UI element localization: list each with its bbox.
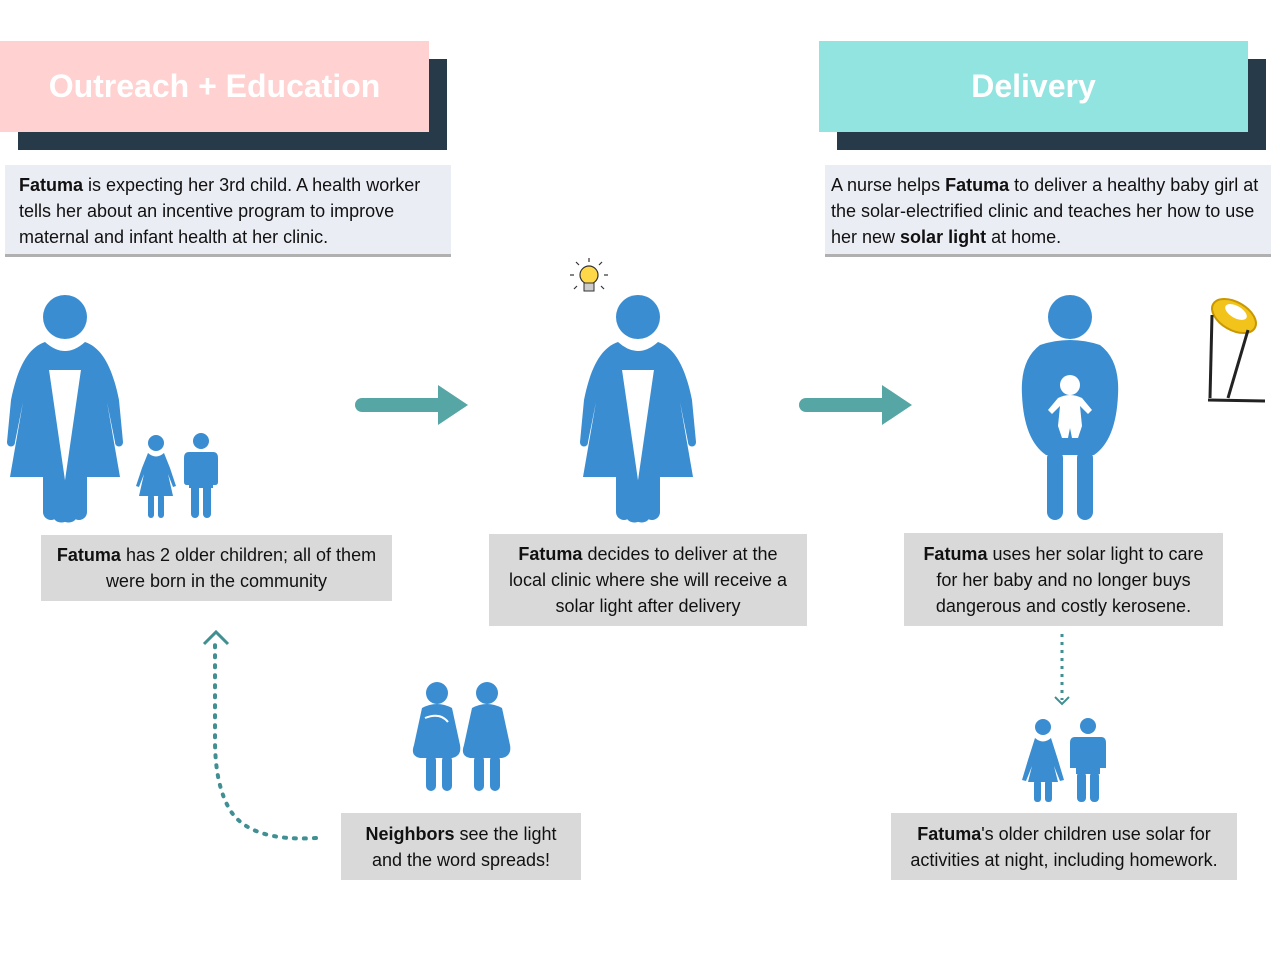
delivery-description-highlight: solar light <box>900 227 987 247</box>
step-1-text: has 2 older children; all of them were b… <box>105 545 377 591</box>
neighbors-name: Neighbors <box>365 823 455 844</box>
outreach-description: Fatuma is expecting her 3rd child. A hea… <box>5 165 451 257</box>
delivery-description-name: Fatuma <box>945 175 1010 195</box>
step-2-name: Fatuma <box>518 544 583 564</box>
fatuma-figure-icon <box>7 295 123 523</box>
arrow-right-icon <box>355 385 468 425</box>
dotted-return-arrow <box>202 629 318 841</box>
step-box-decides: Fatuma decides to deliver at the local c… <box>489 534 807 626</box>
lightbulb-icon <box>570 258 608 292</box>
neighbors-box: Neighbors see the light and the word spr… <box>341 813 581 880</box>
delivery-description: A nurse helps Fatuma to deliver a health… <box>825 165 1271 257</box>
step-3-name: Fatuma <box>923 543 988 564</box>
outreach-title: Outreach + Education <box>48 68 381 104</box>
step-3-text: uses her solar light to care for her bab… <box>935 543 1204 616</box>
girl-figure-icon <box>136 435 176 518</box>
step-box-children: Fatuma has 2 older children; all of them… <box>41 535 392 601</box>
delivery-description-post: at home. <box>986 227 1062 247</box>
baby-icon <box>1048 375 1092 438</box>
outreach-description-text: is expecting her 3rd child. A health wor… <box>19 175 421 247</box>
children-name: Fatuma <box>917 823 982 844</box>
children-text: 's older children use solar for activiti… <box>910 823 1218 870</box>
step-1-name: Fatuma <box>56 545 121 565</box>
boy-figure-icon <box>184 433 218 518</box>
step-box-uses-light: Fatuma uses her solar light to care for … <box>904 533 1223 626</box>
delivery-description-mid: to deliver a healthy baby girl at the so… <box>831 175 1259 247</box>
delivery-description-pre: A nurse helps <box>831 175 946 195</box>
delivery-title: Delivery <box>971 68 1096 104</box>
neighbors-figure-icon <box>412 682 511 791</box>
solar-lamp-icon <box>1207 297 1266 403</box>
children-box: Fatuma's older children use solar for ac… <box>891 813 1237 880</box>
fatuma-deciding-figure-icon <box>580 295 696 523</box>
neighbors-text: see the light and the word spreads! <box>371 823 557 870</box>
step-2-text: decides to deliver at the local clinic w… <box>508 544 788 616</box>
children-figure-icon <box>1022 718 1106 802</box>
dotted-down-arrow <box>1054 634 1070 706</box>
arrow-right-icon <box>799 385 912 425</box>
fatuma-with-baby-figure-icon <box>1021 295 1119 520</box>
outreach-description-name: Fatuma <box>19 175 84 195</box>
outreach-header: Outreach + Education <box>0 41 429 132</box>
delivery-header: Delivery <box>819 41 1248 132</box>
